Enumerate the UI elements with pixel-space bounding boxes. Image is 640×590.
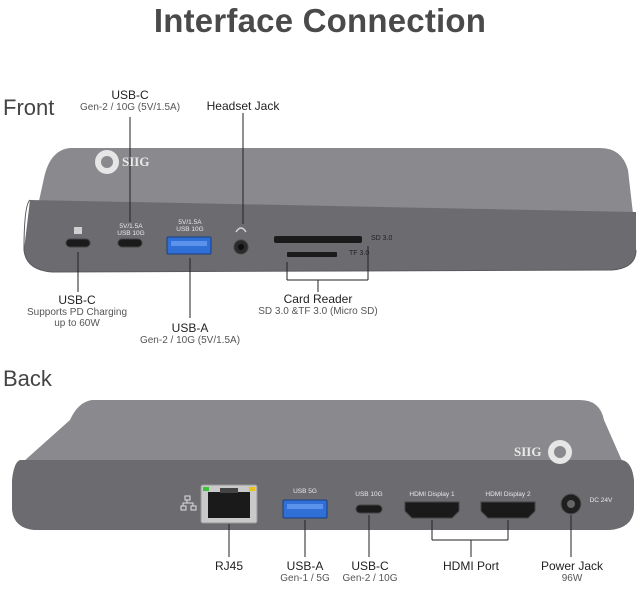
- callout-front-usbc-bottom: USB-C Supports PD Charging up to 60W: [26, 293, 128, 329]
- brand-text-back: SIIG: [514, 444, 542, 459]
- hdmi2-text: HDMI Display 2: [485, 491, 531, 498]
- front-usbc2-port[interactable]: [117, 238, 143, 248]
- callout-power-jack: Power Jack 96W: [540, 559, 604, 584]
- dc-power-jack[interactable]: [560, 493, 582, 515]
- siig-logo-front: [95, 150, 119, 174]
- network-icon: [180, 495, 197, 511]
- page-title: Interface Connection: [153, 2, 487, 39]
- back-dock: [12, 400, 634, 557]
- sd-label: SD 3.0: [371, 235, 393, 242]
- rj45-port[interactable]: [200, 484, 258, 524]
- front-usbc1-port[interactable]: [65, 238, 91, 248]
- callout-back-usbc: USB-C Gen-2 / 10G: [342, 559, 398, 584]
- back-section-label: Back: [3, 366, 52, 391]
- back-usbc-port[interactable]: [355, 504, 383, 514]
- callout-front-usbc-top: USB-C Gen-2 / 10G (5V/1.5A): [80, 88, 181, 113]
- callout-back-usba: USB-A Gen-1 / 5G: [280, 559, 330, 584]
- callout-front-usba: USB-A Gen-2 / 10G (5V/1.5A): [139, 321, 241, 346]
- back-usba-text: USB 5G: [293, 488, 317, 495]
- headphone-icon: [235, 227, 247, 233]
- front-section-label: Front: [3, 95, 55, 120]
- hdmi1-port[interactable]: [404, 501, 460, 519]
- tf-card-slot[interactable]: [287, 252, 337, 257]
- pd-icon: [74, 227, 82, 234]
- hdmi1-text: HDMI Display 1: [409, 491, 455, 498]
- tf-label: TF 3.0: [349, 250, 370, 257]
- callout-card-reader: Card Reader SD 3.0 &TF 3.0 (Micro SD): [258, 292, 378, 317]
- dc-text: DC 24V: [589, 497, 613, 504]
- callout-headset-jack: Headset Jack: [206, 99, 280, 113]
- front-dock: [23, 113, 637, 318]
- hdmi2-port[interactable]: [480, 501, 536, 519]
- callout-hdmi: HDMI Port: [442, 559, 499, 573]
- sd-card-slot[interactable]: [274, 236, 362, 243]
- callout-rj45: RJ45: [214, 559, 243, 573]
- brand-text-front: SIIG: [122, 154, 150, 169]
- siig-logo-back: [548, 440, 572, 464]
- back-usbc-text: USB 10G: [355, 491, 383, 498]
